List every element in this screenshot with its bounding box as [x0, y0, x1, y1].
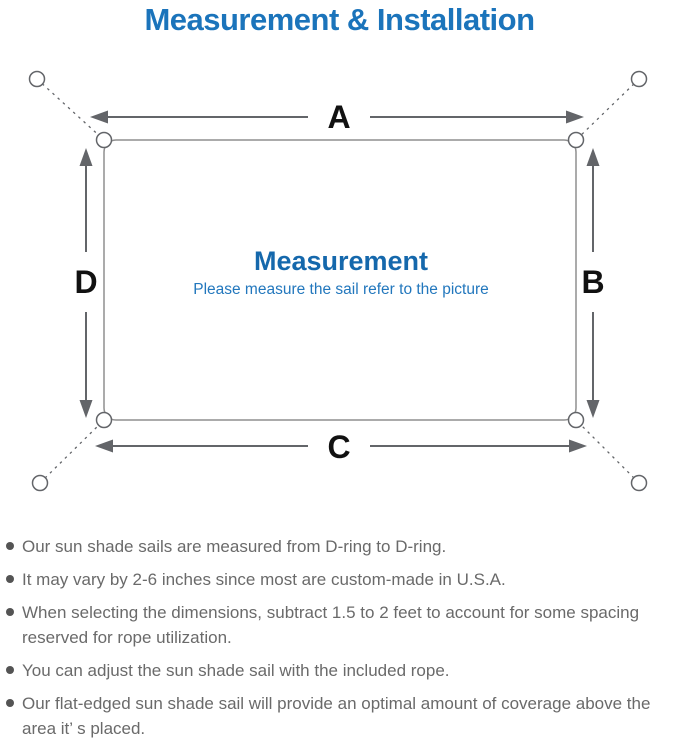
measurement-diagram: A C D B Measurement Please measure the s… — [28, 70, 648, 492]
dimension-arrow-right — [586, 148, 600, 418]
note-text: When selecting the dimensions, subtract … — [22, 603, 640, 647]
rope-dashed-line-bottom-left — [39, 419, 105, 484]
list-item: When selecting the dimensions, subtract … — [6, 600, 679, 650]
dimension-arrow-left — [79, 148, 93, 418]
list-item: You can adjust the sun shade sail with t… — [6, 658, 679, 683]
dimension-arrow-bottom — [95, 439, 587, 453]
note-text: Our flat-edged sun shade sail will provi… — [22, 694, 651, 738]
dring-top-left — [95, 131, 113, 149]
bullet-icon — [6, 666, 14, 674]
note-text: You can adjust the sun shade sail with t… — [22, 661, 450, 680]
bullet-icon — [6, 699, 14, 707]
diagram-center-title: Measurement — [254, 246, 428, 276]
anchor-ring-top-left — [28, 70, 46, 88]
dimension-label-d: D — [74, 264, 97, 300]
dring-bottom-left — [95, 411, 113, 429]
list-item: Our sun shade sails are measured from D-… — [6, 534, 679, 559]
dimension-label-a: A — [327, 99, 350, 135]
note-text: It may vary by 2-6 inches since most are… — [22, 570, 506, 589]
rope-dashed-line-bottom-right — [575, 419, 640, 484]
anchor-ring-top-right — [630, 70, 648, 88]
dimension-label-c: C — [327, 429, 350, 465]
anchor-ring-bottom-right — [630, 474, 648, 492]
sail-outline — [103, 139, 577, 421]
anchor-ring-bottom-left — [31, 474, 49, 492]
list-item: It may vary by 2-6 inches since most are… — [6, 567, 679, 592]
dimension-arrow-top — [90, 110, 584, 124]
bullet-icon — [6, 542, 14, 550]
bullet-icon — [6, 608, 14, 616]
dimension-label-b: B — [581, 264, 604, 300]
rope-dashed-line-top-right — [575, 78, 640, 141]
page-title: Measurement & Installation — [144, 2, 535, 37]
note-text: Our sun shade sails are measured from D-… — [22, 537, 447, 556]
dring-bottom-right — [567, 411, 585, 429]
dring-top-right — [567, 131, 585, 149]
rope-dashed-line-top-left — [36, 78, 105, 141]
list-item: Our flat-edged sun shade sail will provi… — [6, 691, 679, 739]
diagram-center-subtitle: Please measure the sail refer to the pic… — [193, 281, 489, 298]
bullet-icon — [6, 575, 14, 583]
notes-list: Our sun shade sails are measured from D-… — [6, 534, 679, 739]
